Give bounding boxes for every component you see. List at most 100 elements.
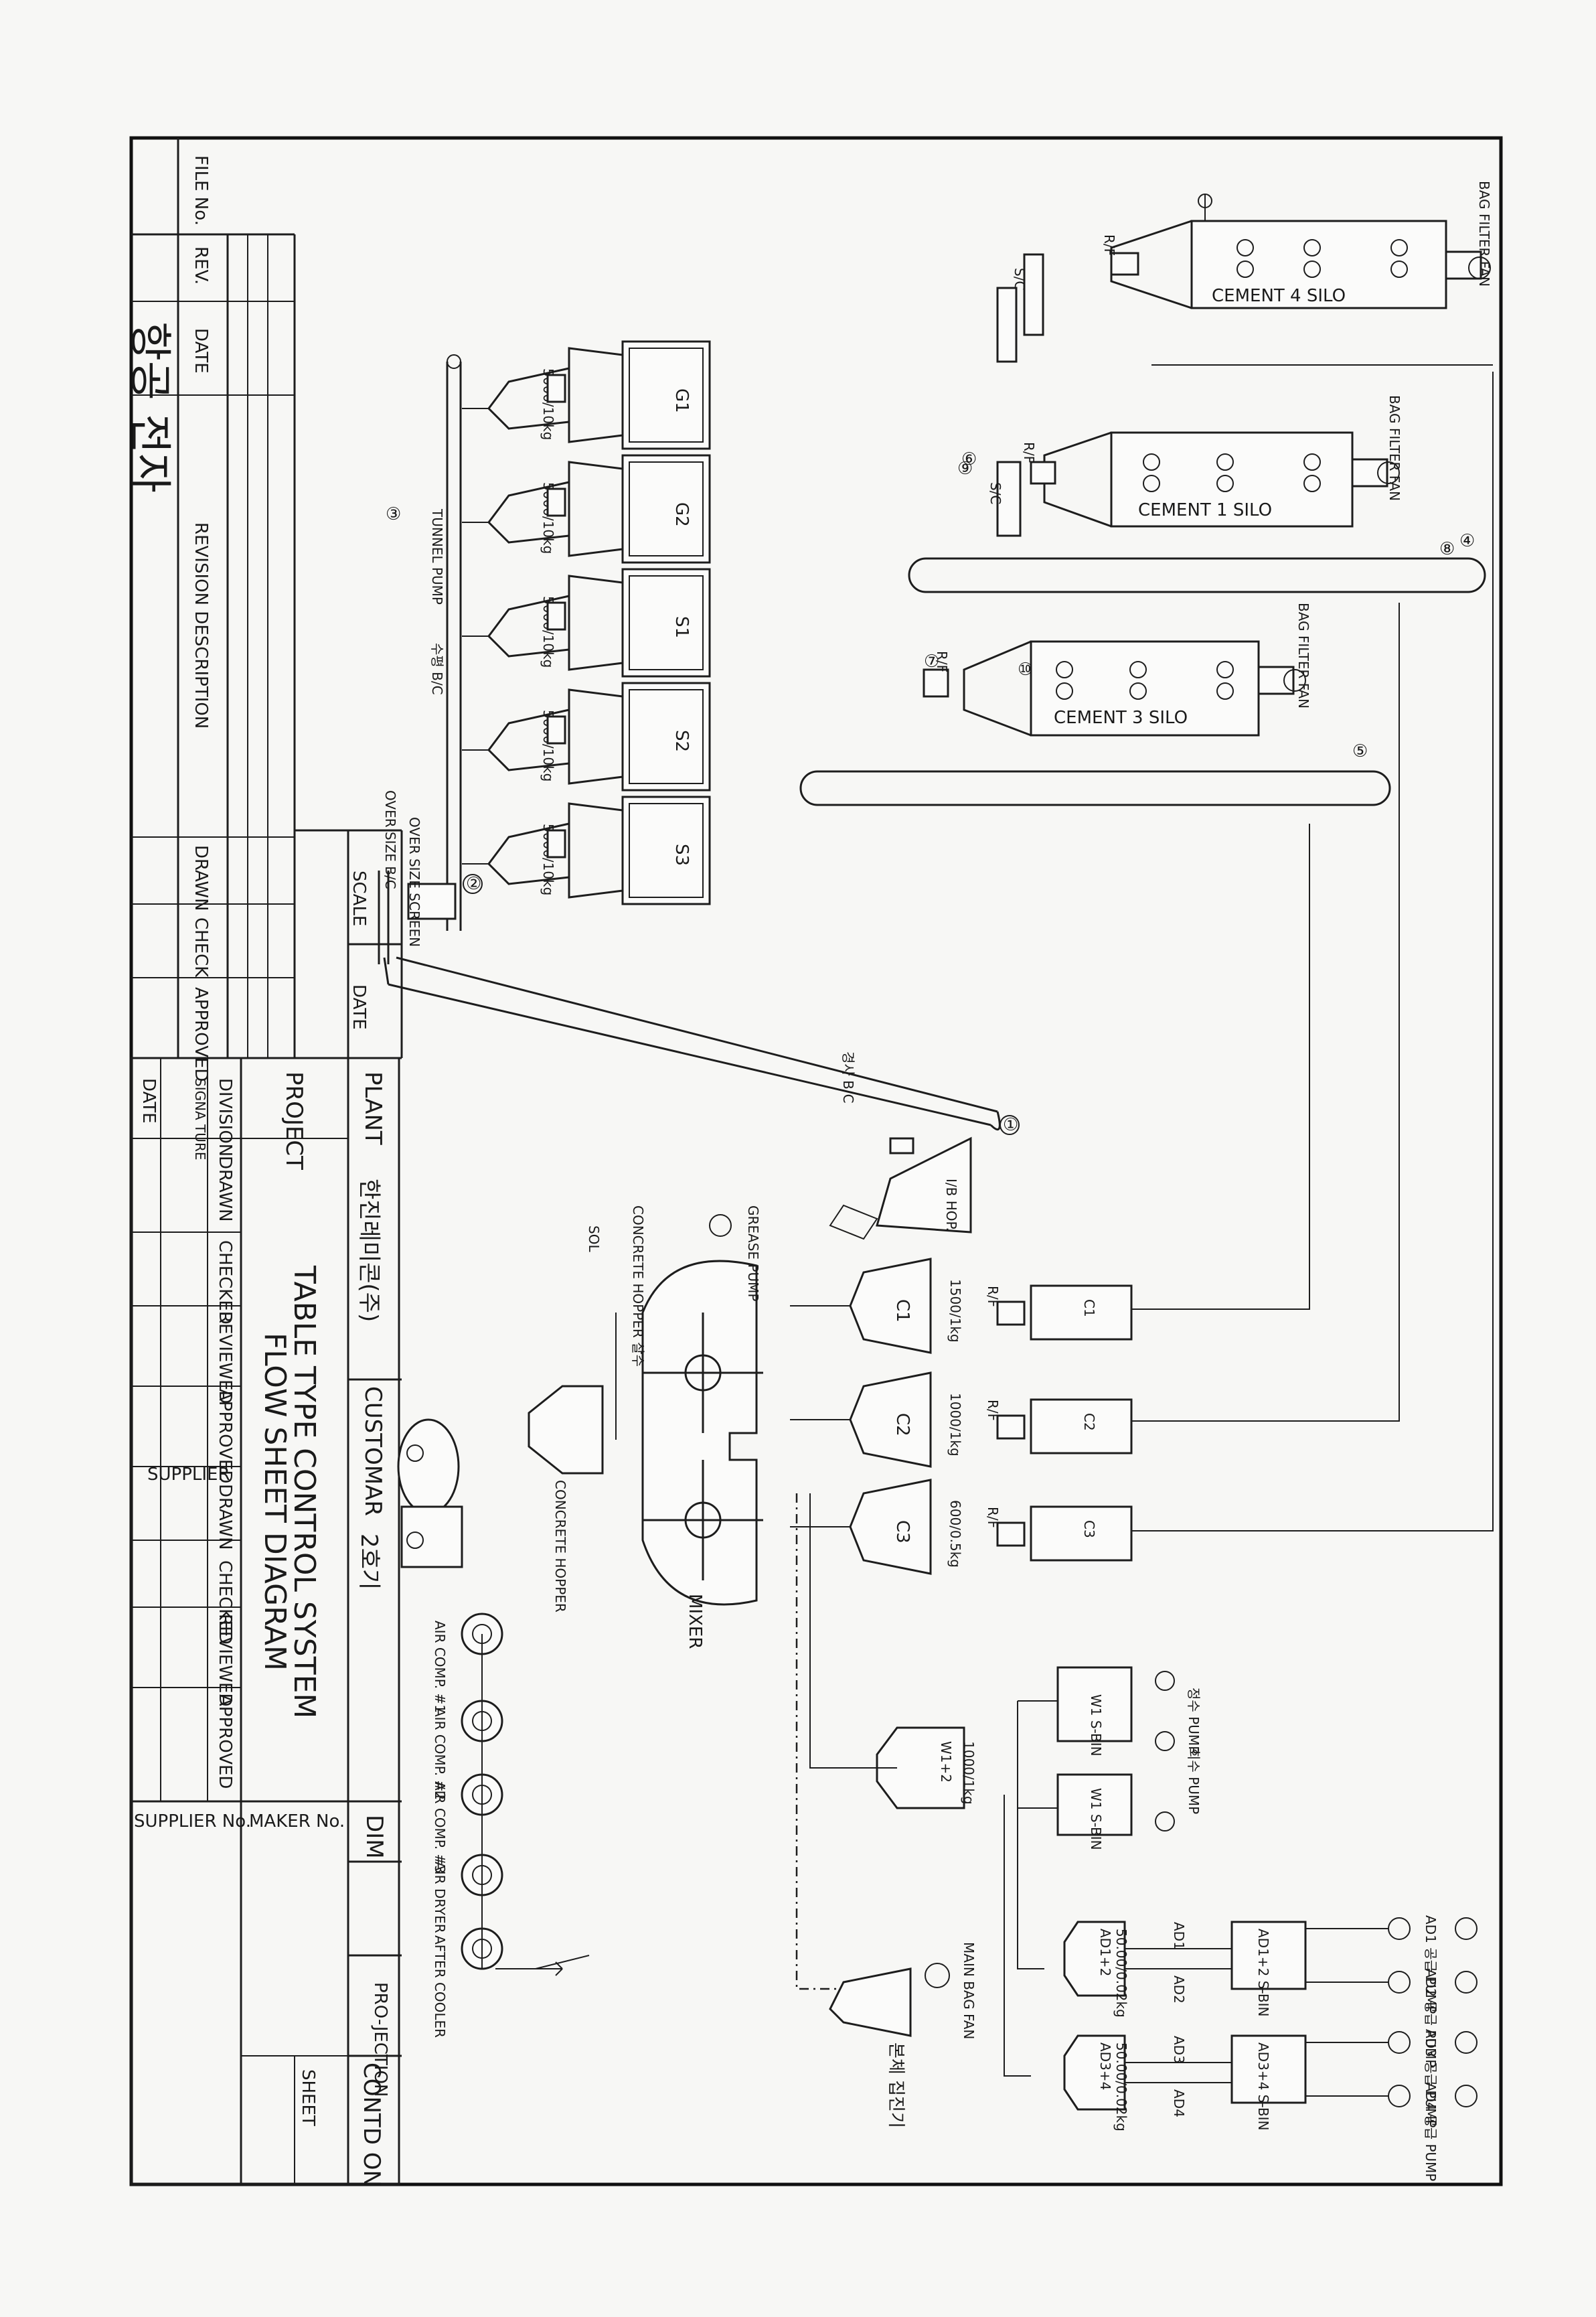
- pump-icon: [1388, 1917, 1411, 1940]
- circle-number: ④: [1459, 531, 1475, 551]
- incline-conveyor: 경사 B/C I/B HOP.: [383, 956, 1020, 1240]
- projection-label: PRO-JECTION: [370, 1982, 390, 2097]
- scale-date-label: DATE: [349, 984, 369, 1030]
- water-bin-2-label: W1 S-BIN: [1088, 1788, 1104, 1850]
- water-bin-2: [1056, 1773, 1133, 1836]
- rf-label: R/F: [985, 1507, 1001, 1528]
- ad-line-label: AD2: [1171, 1975, 1187, 2004]
- air-item-4: AIR DRYER: [432, 1854, 503, 1933]
- ad-hopper-capacity: 50.00/0.02kg: [1113, 1929, 1129, 2018]
- circle-number: ⑧: [1439, 539, 1455, 559]
- rev-drawn-label: DRAWN: [191, 845, 211, 911]
- circle-number: ⑨: [957, 459, 973, 479]
- pump-icon: [1388, 1971, 1411, 1994]
- mixer-label: MIXER: [685, 1594, 705, 1649]
- ad-line-label: AD4: [1171, 2089, 1187, 2117]
- dim-label: DIM: [361, 1815, 388, 1859]
- silo-1-bagfilter: BAG FILTER FAN: [1386, 395, 1403, 501]
- drawn-label-1: DRAWN: [215, 1156, 235, 1222]
- grease-pump-label: GREASE PUMP: [745, 1205, 761, 1301]
- sheet-label: SHEET: [298, 2069, 318, 2126]
- circle-number: ⑥: [961, 449, 977, 469]
- hopper-water-label: CONCRETE HOPPER 살수: [630, 1205, 646, 1367]
- water-hopper-capacity: 1000/1kg: [961, 1741, 977, 1805]
- bin-label: S1: [671, 616, 692, 638]
- pump-icon: [1455, 1917, 1478, 1940]
- bin-label: C3: [1081, 1520, 1097, 1538]
- main-bag-fan-label: MAIN BAG FAN: [961, 1942, 977, 2039]
- hopper-capacity: 600/0.5kg: [947, 1500, 963, 1568]
- water-section: W1+2 1000/1kg W1 S-BIN W1 S-BIN 정수 PUMP …: [809, 1493, 1202, 1850]
- cement-silo-1: CEMENT 1 SILO BAG FILTER FAN R/F S/C: [987, 395, 1403, 537]
- reviewed-label-2: REVIEWED: [215, 1614, 235, 1707]
- handwritten-note: 항공 전자: [125, 321, 174, 493]
- ad-sbin-label: AD1+2 S-BIN: [1255, 1929, 1271, 2016]
- pump-icon: [1455, 2085, 1478, 2107]
- project-label: PROJECT: [281, 1071, 307, 1170]
- silo-1-rf: R/F: [1021, 442, 1037, 463]
- silo-4-label: CEMENT 4 SILO: [1212, 286, 1346, 306]
- plant-label: PLANT: [360, 1071, 386, 1145]
- supplier-label: SUPPLIER: [147, 1465, 230, 1485]
- reviewed-label-1: REVIEWED: [215, 1311, 235, 1404]
- project-title-1: TABLE TYPE CONTROL SYSTEM: [287, 1265, 321, 1718]
- concrete-hopper-label: CONCRETE HOPPER: [552, 1480, 568, 1613]
- bin-label: C1: [1081, 1299, 1097, 1317]
- checked-label-1: CHECKED: [215, 1240, 235, 1325]
- mixer-truck: [397, 1418, 463, 1568]
- silo-4-sc: S/C: [1012, 268, 1028, 290]
- hopper-label: C2: [892, 1413, 912, 1436]
- circle-number: ⑦: [924, 652, 939, 672]
- pump-icon: [1455, 1971, 1478, 1994]
- mixer-body: [641, 1260, 758, 1606]
- silo-1-sc: S/C: [987, 482, 1004, 504]
- signature-label: SIGNA TURE: [192, 1078, 208, 1160]
- ad-pump-label: AD4 공급 PUMP: [1423, 2083, 1439, 2181]
- ad-hopper-label: AD3+4: [1097, 2042, 1113, 2090]
- cement-silo-4: CEMENT 4 SILO BAG FILTER FAN R/F S/C: [996, 181, 1492, 363]
- ad-hopper-label: AD1+2: [1097, 1929, 1113, 1976]
- silo-belt-upper: [908, 557, 1486, 593]
- project-title-2: FLOW SHEET DIAGRAM: [258, 1333, 292, 1671]
- pump-icon: [1388, 2031, 1411, 2054]
- maker-no-label: MAKER No.: [249, 1811, 345, 1832]
- ib-hopper: [876, 1136, 972, 1234]
- ad-line-label: AD3: [1171, 2036, 1187, 2064]
- rf-label: R/F: [985, 1400, 1001, 1421]
- rev-label: REV.: [191, 246, 211, 285]
- rev-date-label: DATE: [191, 328, 211, 374]
- revision-description-label: REVISION DESCRIPTION: [191, 522, 211, 729]
- bin-label: G2: [671, 502, 692, 527]
- hopper-capacity: 1500/1kg: [947, 1279, 963, 1343]
- pump-icon: [1455, 2031, 1478, 2054]
- main-bag-fan-icon: [925, 1963, 950, 1988]
- cement-silo-3: CEMENT 3 SILO BAG FILTER FAN R/F: [923, 603, 1311, 737]
- ad-hopper-capacity: 50.00/0.02kg: [1113, 2042, 1129, 2132]
- mixer: MIXER GREASE PUMP CONCRETE HOPPER 살수 SOL…: [397, 1205, 910, 1990]
- over-size-screen-label: OVER SIZE SCREEN: [406, 817, 422, 947]
- title-block: DIVISION SIGNA TURE DATE DRAWN CHECKED R…: [130, 1057, 402, 2187]
- ad-pump-label: AD2 공급 PUMP: [1423, 1969, 1439, 2067]
- approved-label-2: APPROVED: [215, 1694, 235, 1789]
- rf-label: R/F: [985, 1286, 1001, 1307]
- approved-label-1: APPROVED: [215, 1389, 235, 1483]
- circle-number: ⑩: [1018, 660, 1033, 680]
- dust-collector-body: [829, 1967, 912, 2037]
- bin-label: C2: [1081, 1413, 1097, 1431]
- water-hopper-label: W1+2: [938, 1741, 954, 1783]
- rev-check-label: CHECK: [191, 917, 211, 978]
- ad-pump-2: AD2 공급 PUMP AD2: [1171, 1969, 1478, 2067]
- revision-block: FILE No. REV. DATE REVISION DESCRIPTION …: [125, 138, 403, 1081]
- circle-number: ①: [1003, 1115, 1018, 1135]
